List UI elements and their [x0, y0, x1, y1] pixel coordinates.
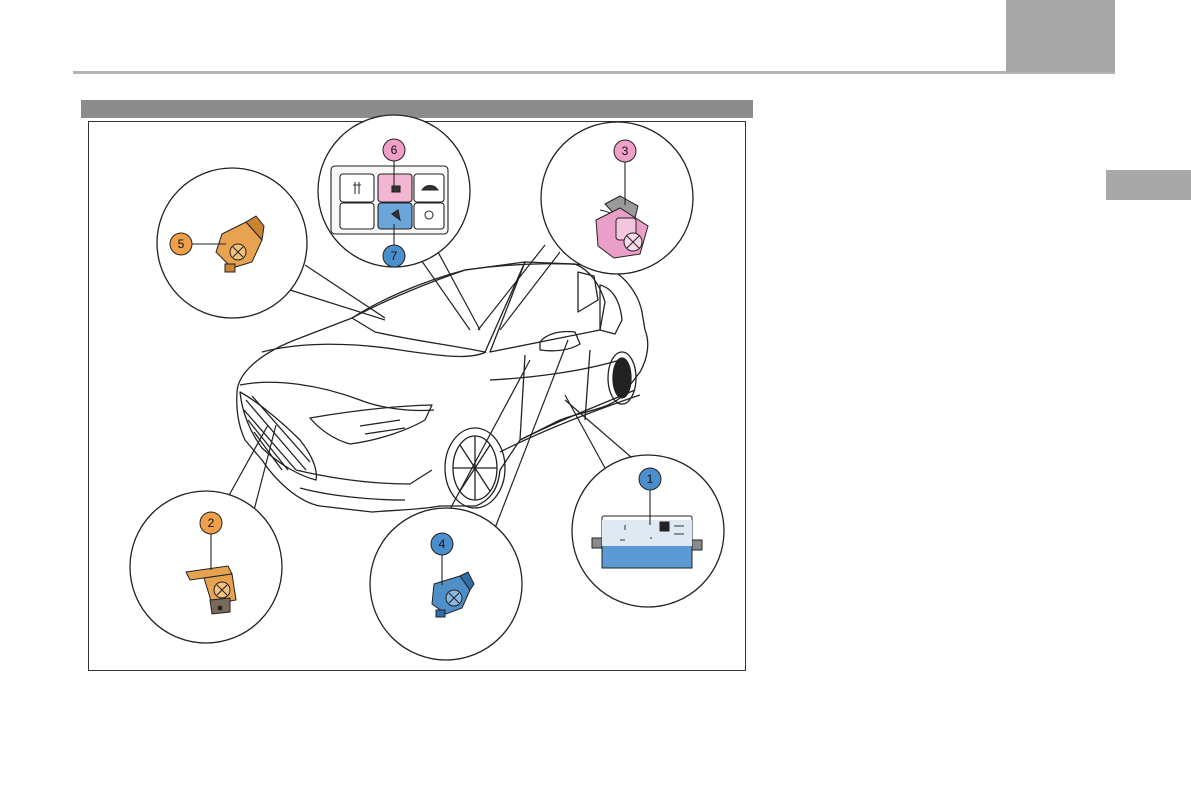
svg-text:6: 6: [391, 143, 398, 157]
svg-text:3: 3: [622, 144, 629, 158]
switch-panel-icon: [331, 166, 448, 234]
callout-7: 7: [383, 245, 405, 267]
callout-6: 6: [383, 139, 405, 161]
car-illustration: [237, 262, 648, 512]
control-module-icon: [592, 516, 702, 568]
svg-text:7: 7: [391, 249, 398, 263]
svg-text:2: 2: [208, 516, 215, 530]
callout-1: 1: [639, 468, 661, 490]
callout-4: 4: [431, 533, 453, 555]
svg-text:5: 5: [178, 237, 185, 251]
svg-text:4: 4: [439, 537, 446, 551]
callout-5: 5: [170, 233, 192, 255]
callout-3: 3: [614, 140, 636, 162]
svg-text:1: 1: [647, 472, 654, 486]
callout-2: 2: [200, 512, 222, 534]
